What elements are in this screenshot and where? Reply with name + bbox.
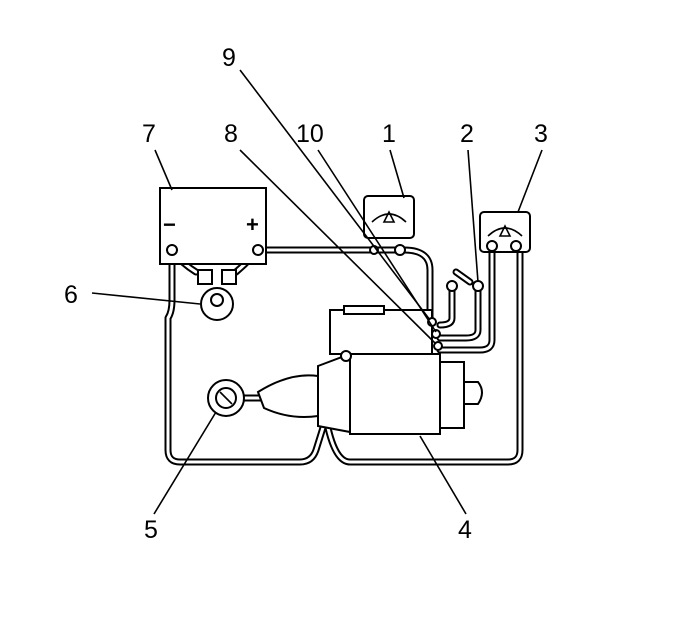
ammeter-scale [371,213,407,223]
starter-frame [349,353,441,435]
battery-positive-symbol: + [246,212,259,237]
starter-bearing-nose [463,381,483,405]
switch-lead-a [436,284,456,329]
solenoid-terminal-b [431,329,441,339]
battery: − + [159,187,267,265]
starter-solenoid [329,309,433,355]
rpm-gauge [207,379,245,417]
switch-lead-b [436,284,482,342]
voltmeter-negative-terminal [510,240,522,252]
battery-positive-terminal [252,244,264,256]
remote-switch-button [210,293,224,307]
remote-switch-terminal-right [221,269,237,285]
ammeter-body [363,195,415,239]
voltmeter-positive-terminal [486,240,498,252]
callout-2: 2 [460,120,474,148]
battery-negative-symbol: − [163,212,176,237]
callouts: 7 6 1 2 3 9 10 8 5 4 [64,44,548,544]
ground-cable [164,246,330,466]
starter-drive-housing [317,352,351,434]
leader-8 [239,149,437,345]
voltmeter [479,211,531,253]
starter-nose-housing [256,374,319,418]
callout-8: 8 [224,120,238,148]
switch-terminal-right [472,280,484,292]
battery-negative-terminal [166,244,178,256]
leader-2 [467,149,479,283]
rpm-gauge-needle [219,391,233,405]
callout-7: 7 [142,120,156,148]
callout-1: 1 [382,120,396,148]
cables [164,246,524,466]
leader-lines [91,69,543,515]
leader-3 [517,149,543,213]
voltmeter-scale [487,227,523,237]
ammeter-terminal [394,244,406,256]
callout-5: 5 [144,516,158,544]
callout-6: 6 [64,281,78,309]
leader-1 [389,149,405,199]
callout-10: 10 [296,120,324,148]
callout-3: 3 [534,120,548,148]
leader-5 [153,411,217,515]
remote-starter-switch [197,269,237,321]
starter-motor [256,305,483,435]
leader-10 [317,149,437,333]
solenoid-cap [343,305,385,315]
ammeter-needle-icon [382,210,396,223]
callout-4: 4 [458,516,472,544]
remote-switch-terminal-left [197,269,213,285]
starter-bolt [340,350,352,362]
leader-9 [239,69,431,321]
callout-9: 9 [222,44,236,72]
starter-end-cap [439,361,465,429]
voltmeter-needle-icon [498,224,512,237]
leader-7 [154,149,173,191]
switch-terminal-left [446,280,458,292]
leader-4 [419,435,467,515]
leader-6 [91,292,201,305]
ammeter [363,195,415,256]
